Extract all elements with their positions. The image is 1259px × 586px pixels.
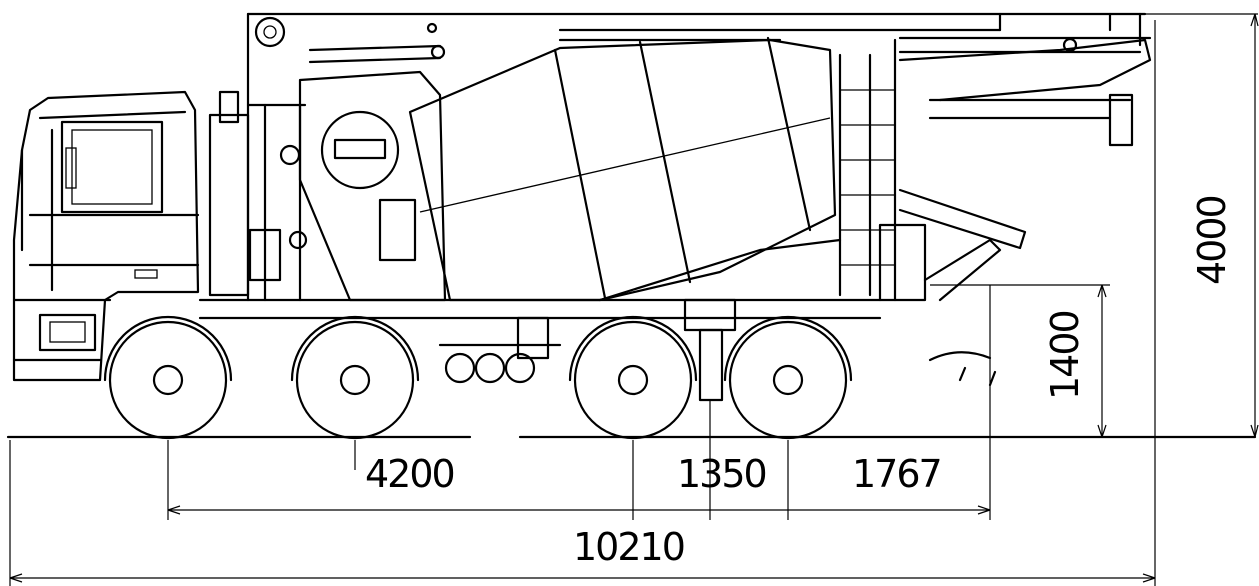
dim-label-1350: 1350 (677, 452, 766, 496)
crane-mast (208, 12, 1147, 302)
folded-boom (898, 12, 1152, 147)
mixer-drum (408, 28, 1002, 302)
cab (12, 90, 200, 382)
dim-line-row-2 (9, 573, 1156, 583)
dimension-extension-lines (9, 20, 1156, 586)
chassis-frame (198, 298, 882, 402)
drum-front-support (248, 22, 447, 302)
dim-label-4000: 4000 (1190, 196, 1234, 285)
dim-label-1400: 1400 (1043, 311, 1087, 400)
dim-label-4200: 4200 (365, 452, 454, 496)
dim-label-10210: 10210 (573, 525, 684, 569)
discharge-chute (898, 188, 1027, 387)
dim-line-vertical-4000 (1145, 13, 1259, 438)
dim-label-1767: 1767 (852, 452, 941, 496)
rear-ladder (838, 38, 927, 302)
rear-axle-wheel-2 (723, 315, 853, 440)
rear-axle-wheel-1 (568, 315, 698, 440)
dim-line-row-1 (167, 505, 991, 515)
dim-line-vertical-1400 (1097, 284, 1107, 438)
front-axle-wheel-1 (103, 315, 233, 440)
front-axle-wheel-2 (290, 315, 420, 440)
